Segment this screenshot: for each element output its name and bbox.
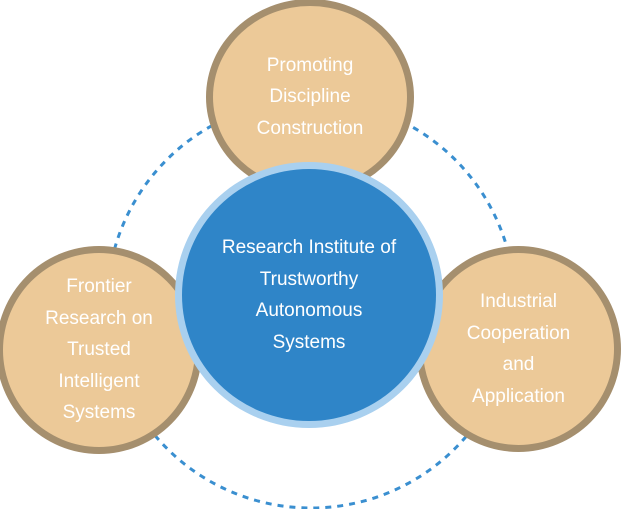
node-top-line-2: Discipline (269, 86, 351, 108)
node-left-line-1: Frontier (66, 276, 132, 298)
node-right-line-3: and (502, 354, 535, 375)
node-center-line-4: Systems (272, 331, 346, 353)
node-left-line-3: Trusted (67, 339, 131, 361)
node-center-line-2: Trustworthy (259, 268, 359, 290)
node-left-line-5: Systems (62, 402, 136, 424)
node-right-line-1: Industrial (479, 291, 558, 312)
node-center-line-3: Autonomous (255, 300, 363, 321)
node-top-line-3: Construction (256, 117, 364, 139)
node-left-line-4: Intelligent (58, 370, 140, 392)
node-right-line-2: Cooperation (466, 322, 571, 344)
node-right-line-4: Application (472, 385, 565, 407)
node-frontier-research: Frontier Research on Trusted Intelligent… (0, 246, 202, 454)
node-research-institute: Research Institute of Trustworthy Autono… (175, 162, 443, 428)
node-left-line-2: Research on (45, 307, 153, 329)
node-promoting-discipline-construction: Promoting Discipline Construction (206, 0, 414, 195)
node-center-line-1: Research Institute of (221, 237, 397, 258)
node-industrial-cooperation: Industrial Cooperation and Application (416, 246, 621, 452)
node-top-line-1: Promoting (266, 54, 354, 76)
